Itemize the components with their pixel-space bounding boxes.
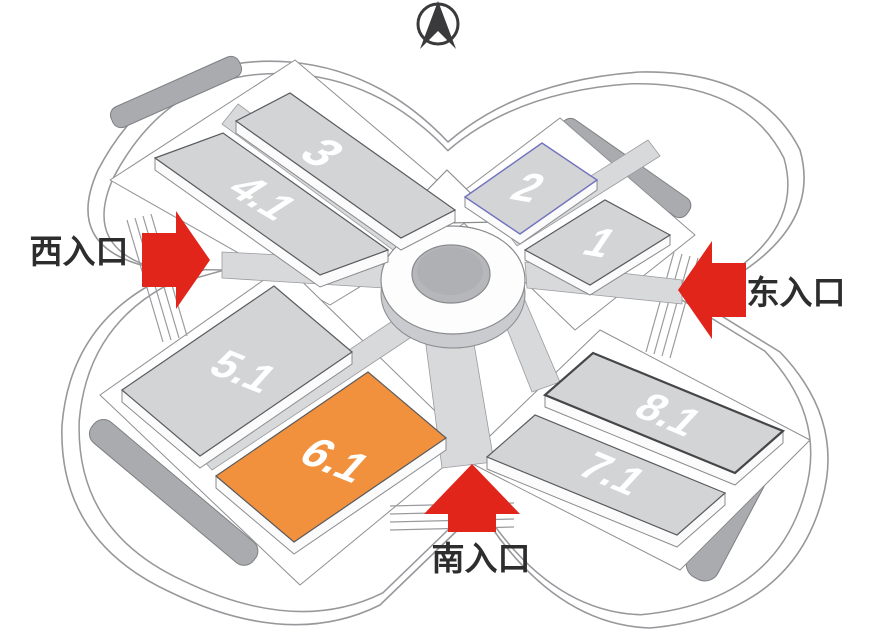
south-entrance-arrow-icon: [424, 464, 520, 532]
southwest-wing: [88, 418, 259, 566]
hall-2: 2: [463, 142, 599, 245]
hall-3: 3: [234, 92, 457, 251]
hall-5.1-roof: [121, 285, 353, 457]
ring-hole-shadow: [417, 247, 483, 295]
hall-1-roof: [523, 199, 672, 286]
hall-5.1: 5.1: [121, 285, 353, 469]
hall-1: 1: [523, 199, 672, 296]
hall-6.1-roof: [215, 371, 447, 543]
east-entrance-label: 东入口: [747, 274, 846, 311]
east-entrance-arrow-icon: [678, 241, 746, 339]
south-entrance-label: 南入口: [432, 540, 531, 577]
west-entrance: 西入口: [30, 211, 210, 309]
compass-needle: [420, 1, 456, 49]
hall-8.1: 8.1: [542, 351, 786, 486]
south-entrance: 南入口: [424, 464, 531, 577]
east-entrance: 东入口: [678, 241, 846, 339]
entrances: 西入口 东入口 南入口: [30, 211, 846, 577]
northwest-wing: [109, 55, 243, 129]
hall-7.1-roof: [485, 414, 727, 536]
halls: 3 4.1 2 1 5.1 6.1: [121, 92, 786, 555]
hall-6.1: 6.1: [215, 371, 447, 555]
west-entrance-label: 西入口: [30, 233, 129, 270]
central-ring: [380, 225, 526, 349]
hall-8.1-roof: [542, 351, 786, 475]
north-compass-icon: [416, 1, 460, 49]
hall-7.1: 7.1: [485, 414, 727, 548]
west-entrance-arrow-icon: [142, 211, 210, 309]
hall-2-roof: [463, 142, 599, 235]
hall-3-roof: [234, 92, 457, 239]
hall-4.1-roof: [153, 132, 390, 276]
